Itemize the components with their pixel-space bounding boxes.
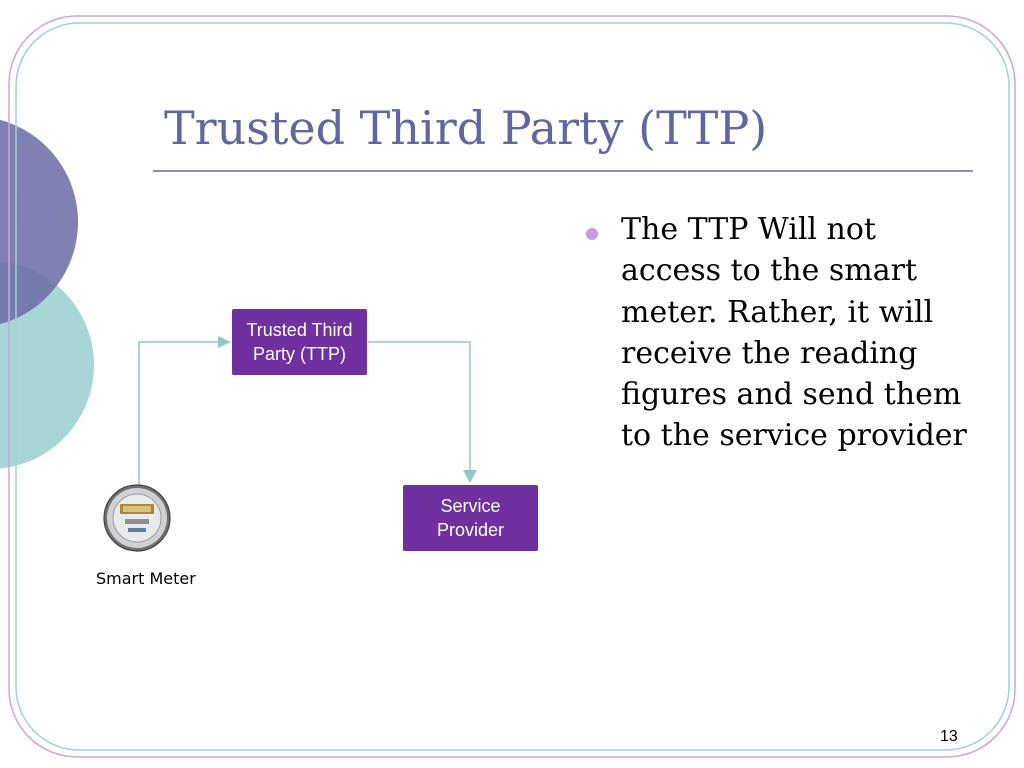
slide-title: Trusted Third Party (TTP): [164, 101, 768, 155]
slide-frame-outer: [8, 15, 1016, 758]
service-provider-node: Service Provider: [403, 485, 538, 551]
arrowhead-to-provider: [463, 470, 477, 483]
ttp-node: Trusted Third Party (TTP): [232, 309, 367, 375]
bullet-text: The TTP Will not access to the smart met…: [621, 212, 967, 454]
ttp-node-label: Trusted Third Party (TTP): [246, 320, 353, 364]
smart-meter-icon: [103, 484, 171, 552]
connector-meter-to-ttp: [138, 341, 218, 485]
smart-meter-label: Smart Meter: [96, 569, 196, 588]
bullet-point-icon: [586, 228, 598, 240]
service-provider-node-label: Service Provider: [436, 496, 505, 540]
decor-circle-purple: [0, 119, 78, 325]
arrowhead-to-ttp: [218, 336, 231, 348]
connector-ttp-to-provider: [368, 341, 471, 470]
page-number: 13: [940, 728, 958, 745]
slide-frame-inner: [15, 22, 1010, 751]
